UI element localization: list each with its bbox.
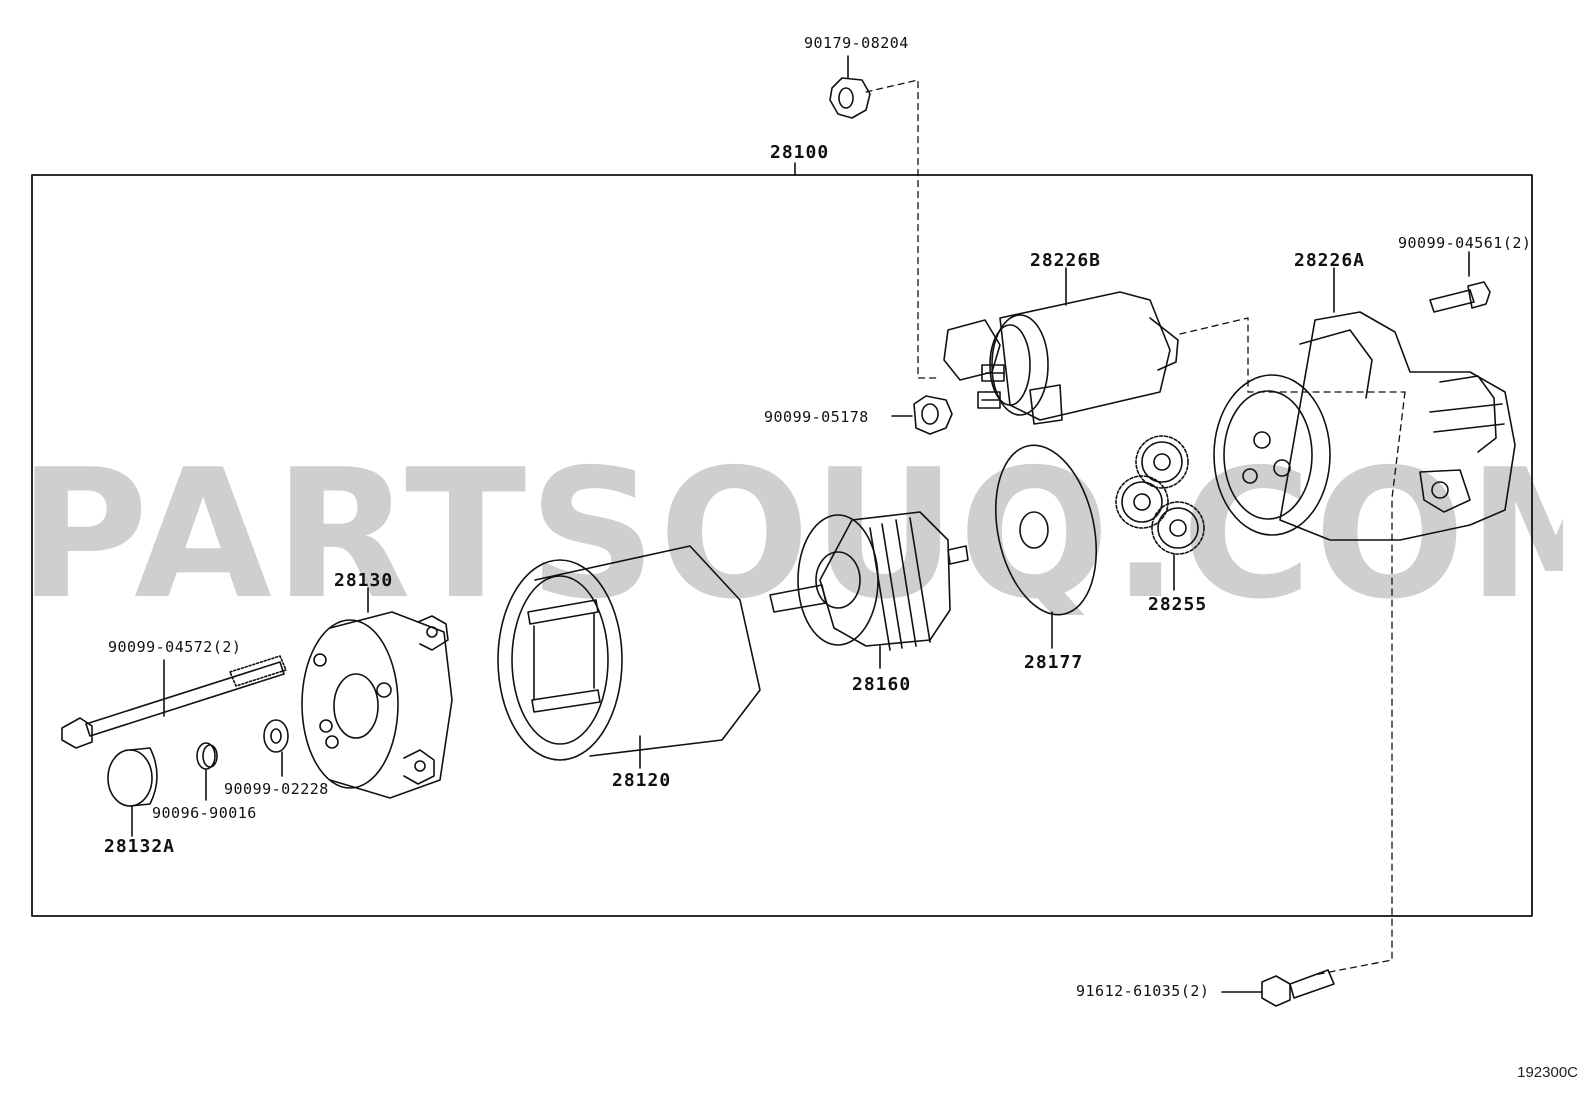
- washer-90096-90016: [196, 742, 218, 801]
- callout-28255: 28255: [1148, 594, 1208, 615]
- assembly-frame: [31, 174, 1533, 917]
- gears-28255: [1115, 435, 1205, 591]
- solenoid-28226b: [943, 267, 1179, 425]
- plate-28177: [994, 444, 1098, 649]
- callout-28226a: 28226A: [1294, 250, 1366, 271]
- end-frame-28130: [301, 587, 453, 799]
- bolt-91612-61035: [1221, 969, 1335, 1007]
- callout-28160: 28160: [852, 674, 912, 695]
- callout-90099-04572: 90099-04572(2): [108, 638, 242, 656]
- callout-90099-02228: 90099-02228: [224, 780, 329, 798]
- bolt-90099-04561: [1429, 251, 1491, 313]
- washer-90099-02228: [263, 719, 289, 777]
- callout-28226b: 28226B: [1030, 250, 1102, 271]
- cap-28132a: [107, 747, 158, 837]
- yoke-28120: [497, 545, 761, 769]
- through-bolt-90099-04572: [61, 655, 287, 749]
- diagram-code: 192300C: [1517, 1064, 1578, 1081]
- dashed-guides: [865, 79, 1406, 976]
- callout-28177: 28177: [1024, 652, 1084, 673]
- callout-91612-61035: 91612-61035(2): [1076, 982, 1210, 1000]
- callout-28132a: 28132A: [104, 836, 176, 857]
- callout-28120: 28120: [612, 770, 672, 791]
- callout-28130: 28130: [334, 570, 394, 591]
- callout-90099-05178: 90099-05178: [764, 408, 869, 426]
- housing-28226a: [1213, 267, 1516, 541]
- callout-90099-04561: 90099-04561(2): [1398, 234, 1532, 252]
- callout-90096-90016: 90096-90016: [152, 804, 257, 822]
- callout-28100: 28100: [770, 142, 830, 163]
- nut-90179-08204: [829, 55, 871, 119]
- nut-90099-05178: [891, 395, 953, 435]
- callout-90179-08204: 90179-08204: [804, 34, 909, 52]
- armature-28160: [769, 511, 969, 669]
